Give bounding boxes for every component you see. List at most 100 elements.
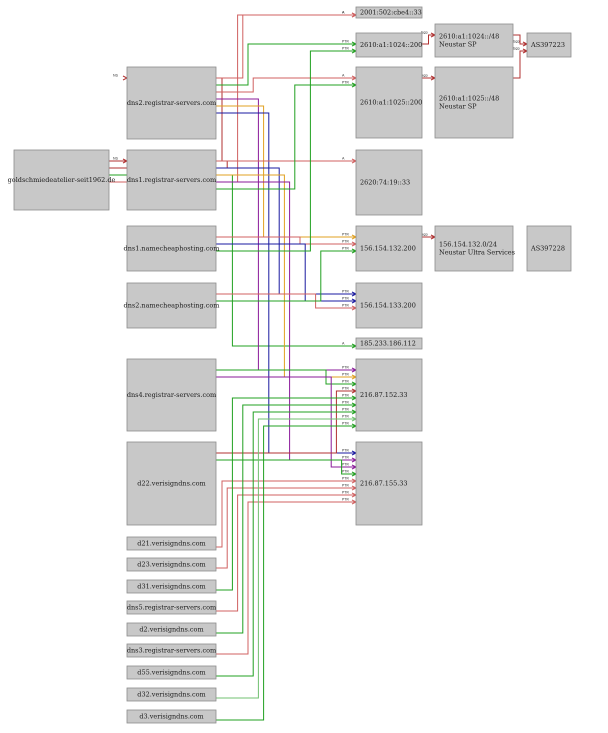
node-dns1r: dns1.registrar-servers.com	[126, 149, 217, 211]
node-dns4r: dns4.registrar-servers.com	[126, 358, 217, 432]
edge-label: A	[342, 11, 345, 15]
node-label: dns4.registrar-servers.com	[127, 391, 216, 399]
edge-dns1n-ip4b	[216, 243, 356, 302]
node-box	[126, 709, 217, 724]
edge-ip6b-pfx1	[422, 34, 435, 45]
node-label: 2610:a1:1024::200	[360, 41, 422, 49]
node-box	[126, 665, 217, 680]
node-box	[355, 225, 423, 272]
nodes-layer: goldschmiedeatelier-seit1962.de dns2.regi…	[8, 6, 572, 724]
node-label: d55.verisigndns.com	[137, 669, 205, 677]
edge-arrowhead	[122, 75, 129, 81]
edge-dns5r-ip4e	[216, 494, 356, 612]
edge-label: PTR	[342, 247, 349, 251]
node-ip6a: 2001:502:cbe4::33	[355, 6, 423, 19]
node-label: goldschmiedeatelier-seit1962.de	[8, 176, 116, 184]
edge-d23-ip4e	[216, 487, 356, 569]
node-ip4b: 156.154.133.200	[355, 282, 423, 329]
node-label: dns2.registrar-servers.com	[127, 99, 216, 107]
node-label: dns3.registrar-servers.com	[127, 647, 216, 655]
node-as1: AS397223	[526, 32, 572, 58]
node-label: AS397228	[530, 245, 565, 253]
edge-label: PTR	[342, 81, 349, 85]
edge-label: PTR	[342, 422, 349, 426]
edge-d22-ip4d	[216, 390, 356, 454]
node-label: d32.verisigndns.com	[137, 691, 205, 699]
edge-dns2r-ip4a	[216, 105, 356, 238]
node-box	[355, 6, 423, 19]
node-box	[13, 149, 110, 211]
edge-label: PTR	[342, 491, 349, 495]
edge-label: NS	[113, 74, 119, 78]
node-dns5r: dns5.registrar-servers.com	[126, 600, 217, 615]
edge-label: PTR	[342, 380, 349, 384]
edge-label: PTR	[342, 240, 349, 244]
edge-label: PTR	[342, 373, 349, 377]
edge-d55-ip4d	[216, 411, 356, 677]
node-box	[126, 536, 217, 551]
edge-pfx2-as1	[513, 50, 527, 79]
edge-dns2r-ip6a	[216, 14, 356, 79]
node-ip6c: 2610:a1:1025::200	[355, 66, 423, 139]
node-label: AS397223	[530, 41, 565, 49]
edge-label: PTR	[342, 366, 349, 370]
edge-pfx1-as1	[513, 34, 527, 45]
node-box	[526, 225, 572, 272]
node-label: d2.verisigndns.com	[139, 626, 203, 634]
node-label: dns5.registrar-servers.com	[127, 604, 216, 612]
edge-label: PTR	[342, 401, 349, 405]
edge-label: PTR	[342, 387, 349, 391]
node-ip4e: 216.87.155.33	[355, 441, 423, 526]
node-box	[355, 282, 423, 329]
node-box	[355, 66, 423, 139]
node-box	[526, 32, 572, 58]
node-box	[355, 337, 423, 350]
node-label: Neustar SP	[439, 103, 477, 111]
node-box	[126, 441, 217, 526]
node-label: 2610:a1:1025::/48	[439, 95, 499, 103]
node-d32: d32.verisigndns.com	[126, 687, 217, 702]
edge-label: PTR	[342, 233, 349, 237]
edge-label: PTR	[342, 484, 349, 488]
node-label: 185.233.186.112	[360, 340, 416, 348]
node-label: 156.154.132.200	[360, 245, 416, 253]
edge-d32-ip4d	[216, 418, 356, 699]
node-box	[126, 66, 217, 140]
edges-layer: NSNSAAAPTRAPTRPTRPTRAPTRPTRPTRPTRPTRPTRP…	[109, 11, 529, 721]
node-d23: d23.verisigndns.com	[126, 557, 217, 572]
edge-dns2r-ip4d	[216, 98, 356, 371]
node-label: d22.verisigndns.com	[137, 480, 205, 488]
node-box	[355, 358, 423, 432]
edge-label: PTR	[342, 498, 349, 502]
node-d2: d2.verisigndns.com	[126, 622, 217, 637]
node-label: 156.154.133.200	[360, 302, 416, 310]
node-ip6b: 2610:a1:1024::200	[355, 32, 423, 58]
edge-label: bgp	[421, 233, 429, 237]
edge-label: A	[342, 157, 345, 161]
node-label: Neustar SP	[439, 41, 477, 49]
node-ip4d: 216.87.152.33	[355, 358, 423, 432]
edge-label: PTR	[342, 470, 349, 474]
edge-label: PTR	[342, 40, 349, 44]
edge-dns1r-ip4b	[216, 167, 356, 295]
edge-dns2r-ip6b	[216, 43, 356, 86]
node-label: d21.verisigndns.com	[137, 540, 205, 548]
node-dns1n: dns1.namecheaphosting.com	[124, 225, 219, 272]
node-box	[355, 32, 423, 58]
node-label: 2001:502:cbe4::33	[360, 9, 422, 17]
edge-label: PTR	[342, 477, 349, 481]
node-box	[126, 225, 217, 272]
node-ip4c: 185.233.186.112	[355, 337, 423, 350]
node-label: d3.verisigndns.com	[139, 713, 203, 721]
node-label: Neustar Ultra Services	[439, 249, 515, 257]
edge-dns1r-ip4d	[216, 174, 356, 378]
edge-d2-ip4d	[216, 404, 356, 634]
edge-label: NS	[113, 157, 119, 161]
edge-dns2n-ip4a	[216, 250, 356, 302]
edge-dns4r-ip4e	[216, 376, 356, 468]
edge-dns2r-ip4e	[216, 112, 356, 454]
node-as2: AS397228	[526, 225, 572, 272]
edge-d21-ip4e	[216, 480, 356, 548]
